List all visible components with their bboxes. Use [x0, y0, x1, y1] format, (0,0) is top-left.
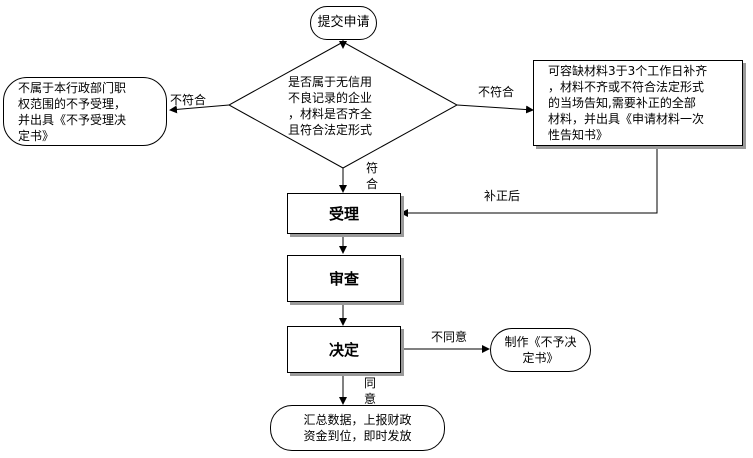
edge-label-not-meet-left: 不符合 [170, 93, 207, 107]
edge-label-not-meet-right: 不符合 [478, 85, 515, 99]
edge-label-agree: 同 意 [364, 376, 377, 406]
review-label: 审查 [328, 270, 359, 288]
edge-decision-to-reject [169, 104, 230, 114]
decide-label: 决定 [328, 341, 359, 359]
accept-node: 受理 [287, 193, 401, 234]
accept-label: 受理 [328, 205, 359, 223]
supplement-node: 可容缺材料3于3个工作日补齐 ，材料不齐或不符合法定形式 的当场告知,需要补正的… [533, 60, 743, 146]
decision-label: 是否属于无信用 不良记录的企业 ，材料是否齐全 且符合法定形式 [288, 75, 373, 137]
decide-node: 决定 [287, 326, 401, 373]
edge-label-after-supplement: 补正后 [484, 189, 521, 203]
reject-node: 不属于本行政部门职 权范围的不予受理， 并出具《不予受理决 定书》 [3, 77, 167, 146]
start-node: 提交申请 [310, 6, 377, 40]
supplement-label: 可容缺材料3于3个工作日补齐 ，材料不齐或不符合法定形式 的当场告知,需要补正的… [548, 64, 708, 142]
final-node: 汇总数据，上报财政 资金到位，即时发放 [270, 405, 445, 451]
reject-label: 不属于本行政部门职 权范围的不予受理， 并出具《不予受理决 定书》 [18, 80, 127, 143]
edge-decision-to-supplement [456, 104, 534, 114]
review-node: 审查 [287, 255, 401, 302]
reject-decision-node: 制作《不予决 定书》 [490, 328, 591, 372]
edge-label-disagree: 不同意 [431, 330, 468, 344]
edge-label-meet: 符 合 [366, 161, 379, 191]
start-label: 提交申请 [317, 15, 370, 30]
edge-supplement-to-accept [400, 146, 658, 217]
reject-decision-label: 制作《不予决 定书》 [504, 335, 577, 365]
final-label: 汇总数据，上报财政 资金到位，即时发放 [303, 413, 412, 443]
